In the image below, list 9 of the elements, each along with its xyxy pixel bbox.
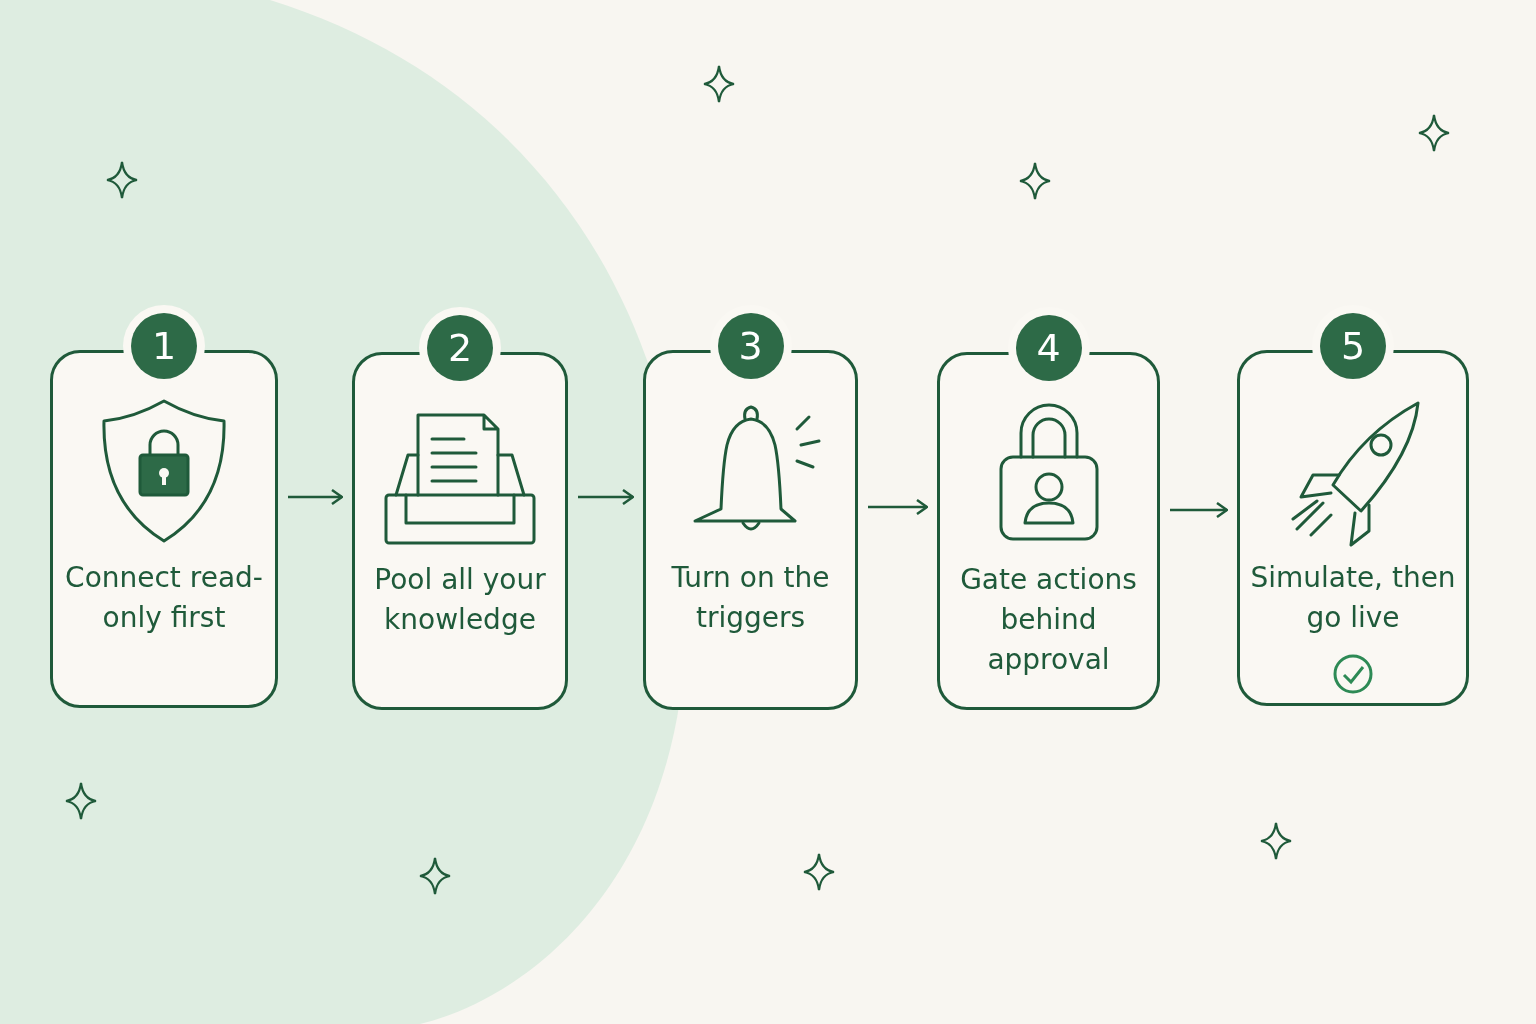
step-label: Simulate, then go live [1250,560,1456,636]
arrow [868,498,929,516]
arrow [578,488,635,506]
arrow [288,488,344,506]
step-label: Turn on the triggers [670,560,831,636]
step-label: Pool all your knowledge [373,562,547,638]
step-label: Connect read-only first [64,560,264,636]
step-label: Gate actions behind approval [959,562,1138,678]
arrow [1170,501,1229,519]
